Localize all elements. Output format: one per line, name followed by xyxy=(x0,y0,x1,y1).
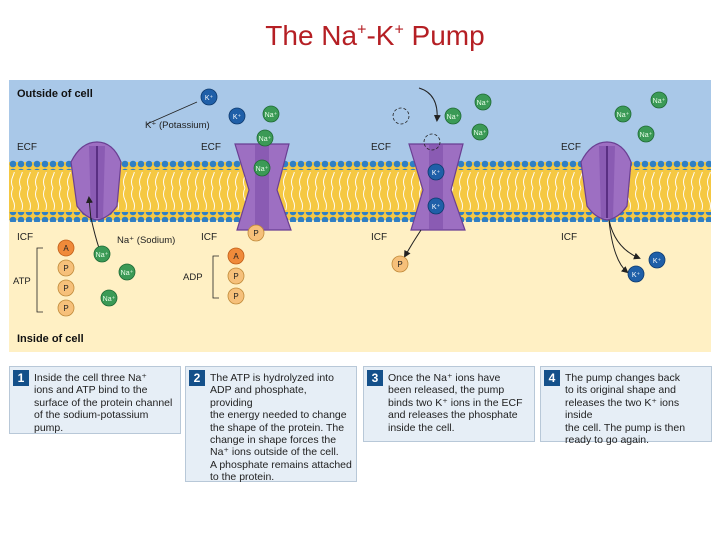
svg-text:Na⁺: Na⁺ xyxy=(96,252,109,259)
phosphate: P xyxy=(58,300,74,316)
svg-text:A: A xyxy=(63,244,69,253)
svg-text:Na⁺: Na⁺ xyxy=(447,114,460,121)
k-potassium-label: K⁺ (Potassium) xyxy=(145,120,210,131)
adp-label: ADP xyxy=(183,272,203,283)
svg-text:Na⁺: Na⁺ xyxy=(640,132,653,139)
svg-text:Na⁺: Na⁺ xyxy=(617,112,630,119)
potassium-ion: K⁺ xyxy=(628,266,644,282)
svg-text:P: P xyxy=(233,292,238,301)
sodium-ion: Na⁺ xyxy=(651,92,667,108)
sodium-ion: Na⁺ xyxy=(472,124,488,140)
step-description: The pump changes back to its original sh… xyxy=(565,372,707,446)
na-sodium-label: Na⁺ (Sodium) xyxy=(117,235,175,246)
svg-text:P: P xyxy=(253,229,258,238)
adenine: A xyxy=(58,240,74,256)
potassium-ion: K⁺ xyxy=(649,252,665,268)
step-panel-2: 2 The ATP is hydrolyzed into ADP and pho… xyxy=(185,366,357,482)
svg-text:Na⁺: Na⁺ xyxy=(477,100,490,107)
sodium-ion: Na⁺ xyxy=(445,108,461,124)
svg-text:Na⁺: Na⁺ xyxy=(474,130,487,137)
svg-text:P: P xyxy=(63,304,68,313)
pump-diagram: Outside of cell Inside of cell ECF ECF E… xyxy=(9,80,711,352)
sodium-ion: Na⁺ xyxy=(615,106,631,122)
pump-protein-4 xyxy=(581,142,631,220)
svg-text:K⁺: K⁺ xyxy=(233,114,242,121)
sodium-ion: Na⁺ xyxy=(94,246,110,262)
ecf-label: ECF xyxy=(17,142,37,153)
phosphate: P xyxy=(248,225,264,241)
svg-text:Na⁺: Na⁺ xyxy=(121,270,134,277)
phosphate: P xyxy=(228,268,244,284)
icf-region xyxy=(9,220,711,352)
step-number: 3 xyxy=(367,370,383,386)
pump-protein-1 xyxy=(71,142,121,220)
svg-text:Na⁺: Na⁺ xyxy=(653,98,666,105)
sodium-ion: Na⁺ xyxy=(101,290,117,306)
step-number: 2 xyxy=(189,370,205,386)
step-description: The ATP is hydrolyzed into ADP and phosp… xyxy=(210,372,352,484)
svg-text:P: P xyxy=(397,260,402,269)
icf-label: ICF xyxy=(201,232,217,243)
step-description: Inside the cell three Na⁺ ions and ATP b… xyxy=(34,372,176,434)
svg-text:Na⁺: Na⁺ xyxy=(103,296,116,303)
page-title: The Na+-K+ Pump xyxy=(0,20,720,52)
potassium-ion: K⁺ xyxy=(201,89,217,105)
svg-text:K⁺: K⁺ xyxy=(653,258,662,265)
potassium-ion: K⁺ xyxy=(428,164,444,180)
sodium-ion: Na⁺ xyxy=(263,106,279,122)
step-number: 4 xyxy=(544,370,560,386)
step-panel-3: 3 Once the Na⁺ ions have been released, … xyxy=(363,366,535,442)
sodium-ion: Na⁺ xyxy=(475,94,491,110)
svg-text:P: P xyxy=(63,284,68,293)
potassium-ion: K⁺ xyxy=(229,108,245,124)
phosphate: P xyxy=(58,260,74,276)
svg-text:A: A xyxy=(233,252,239,261)
svg-text:Na⁺: Na⁺ xyxy=(259,136,272,143)
phosphate: P xyxy=(58,280,74,296)
sodium-ion: Na⁺ xyxy=(254,160,270,176)
icf-label: ICF xyxy=(17,232,33,243)
phosphate: P xyxy=(392,256,408,272)
potassium-ion: K⁺ xyxy=(428,198,444,214)
svg-text:Na⁺: Na⁺ xyxy=(265,112,278,119)
ecf-label: ECF xyxy=(201,142,221,153)
inside-cell-label: Inside of cell xyxy=(17,333,84,345)
atp-label: ATP xyxy=(13,276,31,287)
svg-text:K⁺: K⁺ xyxy=(432,170,441,177)
step-panel-1: 1 Inside the cell three Na⁺ ions and ATP… xyxy=(9,366,181,434)
ecf-label: ECF xyxy=(561,142,581,153)
sodium-ion: Na⁺ xyxy=(638,126,654,142)
step-description: Once the Na⁺ ions have been released, th… xyxy=(388,372,530,434)
outside-cell-label: Outside of cell xyxy=(17,88,93,100)
svg-text:P: P xyxy=(63,264,68,273)
step-number: 1 xyxy=(13,370,29,386)
sodium-ion: Na⁺ xyxy=(257,130,273,146)
svg-text:P: P xyxy=(233,272,238,281)
svg-text:K⁺: K⁺ xyxy=(632,272,641,279)
sodium-ion: Na⁺ xyxy=(119,264,135,280)
phosphate: P xyxy=(228,288,244,304)
svg-text:K⁺: K⁺ xyxy=(432,204,441,211)
ecf-label: ECF xyxy=(371,142,391,153)
step-panel-4: 4 The pump changes back to its original … xyxy=(540,366,712,442)
icf-label: ICF xyxy=(561,232,577,243)
svg-text:K⁺: K⁺ xyxy=(205,95,214,102)
icf-label: ICF xyxy=(371,232,387,243)
svg-text:Na⁺: Na⁺ xyxy=(256,166,269,173)
adenine: A xyxy=(228,248,244,264)
